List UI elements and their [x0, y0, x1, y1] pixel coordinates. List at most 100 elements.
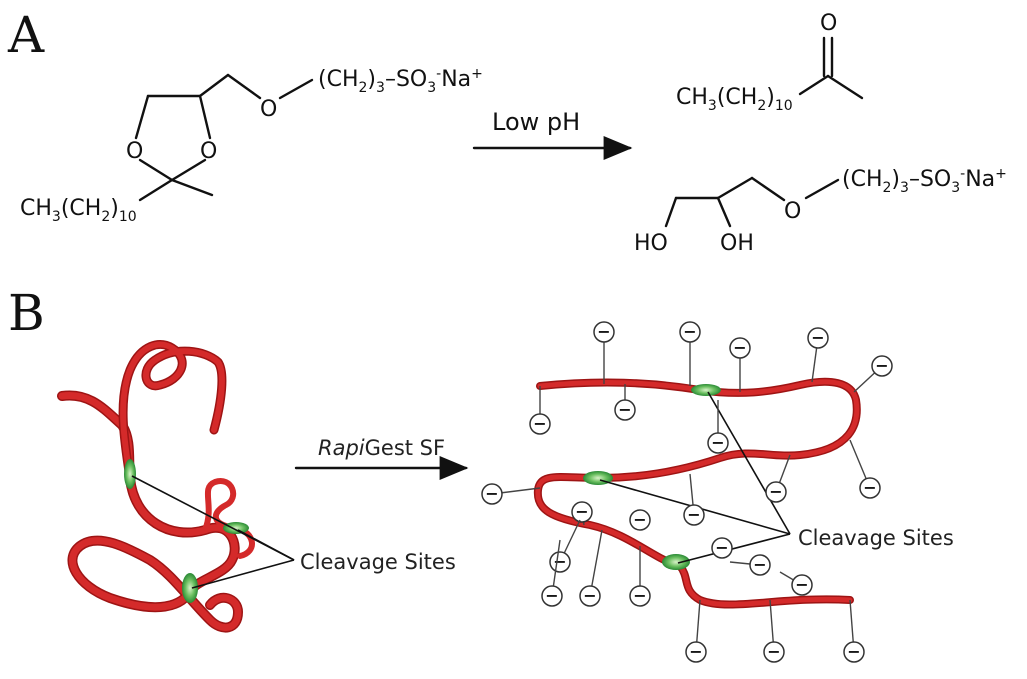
charge-circle [707, 432, 729, 454]
charge-symbol: − [633, 510, 646, 529]
negative-charge-head: − [711, 537, 733, 559]
cleavage-site-left-2 [223, 522, 249, 534]
ether-oxygen: O [260, 97, 277, 122]
charge-symbol: − [767, 642, 780, 661]
charge-circle [685, 641, 707, 663]
negative-charge-head: − [853, 355, 893, 393]
negative-charge-head: − [679, 321, 701, 386]
ribbon-loop-right [202, 478, 255, 559]
cleavage-sites-label-left: Cleavage Sites [300, 550, 456, 574]
charge-symbol: − [733, 338, 746, 357]
negative-charge-head: − [779, 571, 813, 596]
charge-symbol: − [753, 555, 766, 574]
charge-symbol: − [711, 433, 724, 452]
ring-bond-bottom-right [170, 158, 207, 182]
charge-circle [791, 574, 813, 596]
product-ketone: O CH3(CH2)10 [676, 11, 864, 114]
pointer-line [191, 559, 295, 589]
charge-circle [593, 321, 615, 343]
charge-circle [807, 327, 829, 349]
negative-charge-head: − [529, 386, 551, 435]
charge-symbol: − [533, 414, 546, 433]
charge-circle [711, 537, 733, 559]
negative-charge-head: − [843, 599, 865, 663]
negative-charge-head: − [763, 599, 785, 663]
treatment-label: RapiGest SF [318, 436, 445, 460]
negative-charge-head: − [593, 321, 615, 384]
glycerol-bond-ether-2 [804, 178, 840, 200]
folded-protein [57, 340, 255, 633]
charge-circle [765, 481, 787, 503]
glycerol-sulfonate: (CH2)3–SO3-Na+ [842, 166, 1007, 196]
cleavage-site-right-3 [662, 554, 690, 570]
negative-charge-head: − [729, 337, 751, 392]
charge-circle [529, 413, 551, 435]
charge-symbol: − [618, 400, 631, 419]
glycerol-oh: OH [720, 231, 754, 256]
cleavage-sites-label-right: Cleavage Sites [798, 526, 954, 550]
surfactant-charges: −−−−−−−−−−−−−−−−−−−−−−−− [481, 321, 893, 663]
charge-circle [679, 321, 701, 343]
ring-bond-left [134, 94, 150, 140]
charge-symbol: − [811, 328, 824, 347]
ketone-oxygen: O [820, 11, 837, 36]
ch2-bond [198, 73, 230, 98]
charge-circle [481, 483, 503, 505]
charge-symbol: − [863, 478, 876, 497]
glycerol-bond-ether-1 [750, 176, 786, 202]
denatured-protein [533, 377, 861, 609]
charge-circle [683, 504, 705, 526]
ribbon-loop-top-shadow [118, 340, 227, 483]
ring-oxygen-left: O [126, 139, 143, 164]
charge-circle [614, 399, 636, 421]
ring-bond-right [198, 94, 212, 140]
charge-symbol: − [633, 586, 646, 605]
charge-circle [843, 641, 865, 663]
pointer-line [677, 533, 791, 564]
reaction-conditions-label: Low pH [492, 108, 580, 136]
left-cleavage-pointers [131, 475, 295, 589]
negative-charge-head: − [729, 554, 771, 576]
charge-circle [549, 551, 571, 573]
panel-a-letter: A [7, 6, 45, 64]
panel-b-letter: B [8, 284, 45, 342]
glycerol-bond-3 [716, 176, 754, 200]
negative-charge-head: − [579, 529, 603, 607]
negative-charge-head: − [629, 546, 651, 607]
negative-charge-head: − [614, 384, 636, 421]
alkyl-bond [138, 178, 174, 202]
charge-symbol: − [545, 586, 558, 605]
charge-circle [859, 477, 881, 499]
product-glycerol-sulfonate: HO OH O (CH2)3–SO3-Na+ [634, 166, 1007, 256]
cleavage-site-left-1 [124, 459, 136, 489]
ketone-alkyl-chain: CH3(CH2)10 [676, 85, 793, 114]
charge-symbol: − [687, 505, 700, 524]
unfolded-ribbon-shadow [533, 377, 861, 609]
negative-charge-head: − [629, 509, 651, 531]
negative-charge-head: − [849, 439, 881, 499]
cleavage-site-left-3 [182, 573, 198, 603]
charge-symbol: − [795, 575, 808, 594]
negative-charge-head: − [807, 327, 829, 383]
ribbon-loop-top [120, 341, 225, 481]
reactant-sulfonate: (CH2)3–SO3-Na+ [318, 66, 483, 96]
charge-symbol: − [847, 642, 860, 661]
ketone-chain-bond [798, 74, 830, 96]
ether-bond-2 [278, 78, 314, 100]
charge-stick [589, 529, 603, 597]
pointer-line [707, 391, 791, 535]
charge-circle [749, 554, 771, 576]
glycerol-ether-oxygen: O [784, 199, 801, 224]
charge-circle [729, 337, 751, 359]
charge-circle [871, 355, 893, 377]
negative-charge-head: − [549, 519, 581, 573]
glycerol-ho: HO [634, 231, 668, 256]
charge-symbol: − [575, 502, 588, 521]
charge-circle [571, 501, 593, 523]
charge-symbol: − [875, 356, 888, 375]
ring-bond-bottom-left [138, 158, 174, 182]
charge-symbol: − [683, 322, 696, 341]
charge-circle [541, 585, 563, 607]
cleavage-site-right-1 [691, 384, 721, 396]
